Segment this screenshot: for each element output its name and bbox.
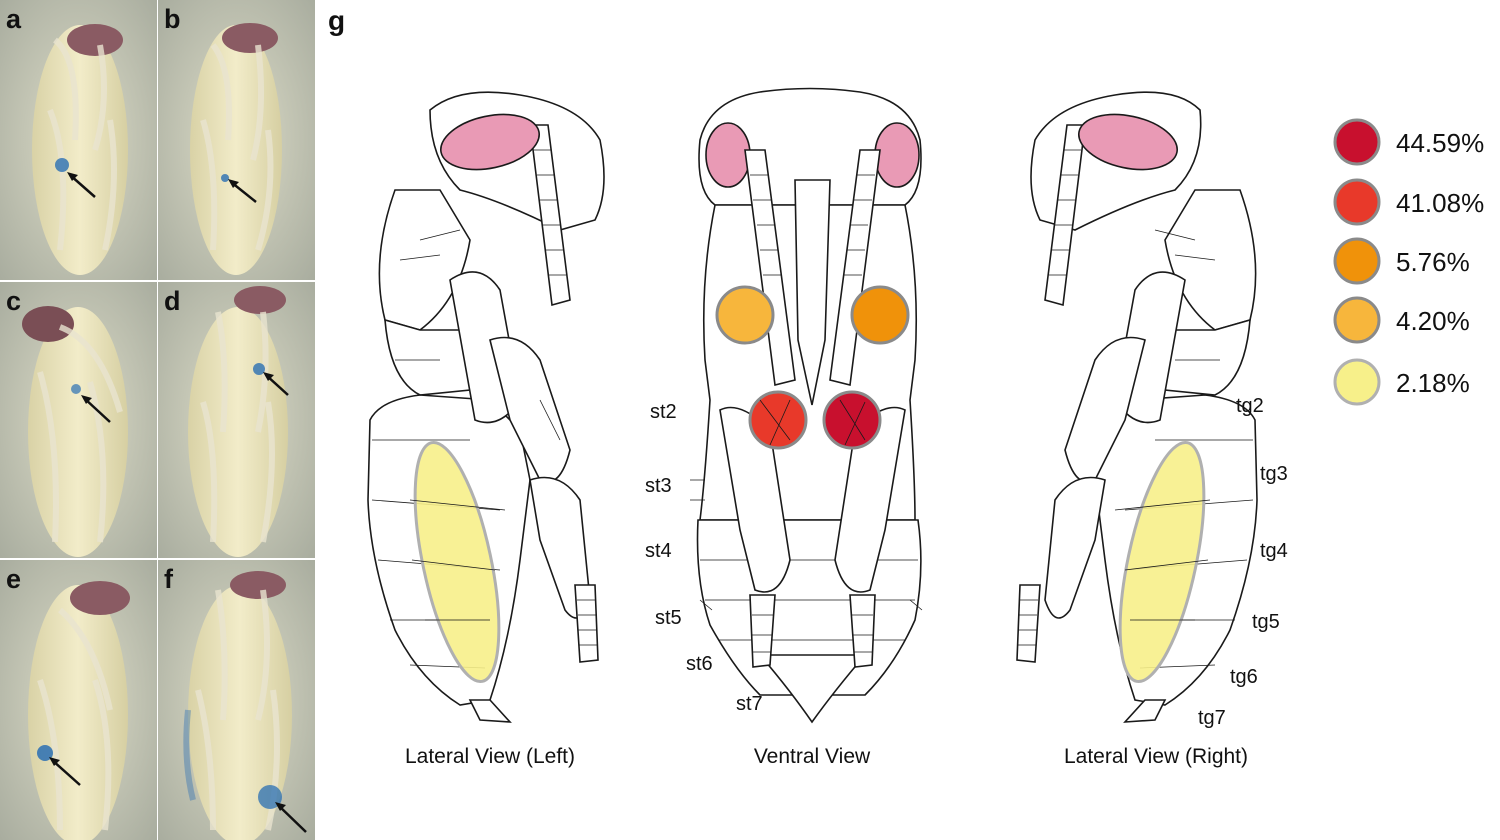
eye-left bbox=[439, 113, 541, 171]
photo-panel-e: e bbox=[0, 560, 157, 840]
region-metathorax-right bbox=[822, 390, 882, 450]
pupa-photo bbox=[0, 560, 157, 840]
legend-label: 41.08% bbox=[1396, 188, 1484, 218]
tergite-label: tg5 bbox=[1252, 611, 1280, 633]
blue-stain bbox=[221, 174, 229, 182]
sternite-label: st2 bbox=[650, 401, 677, 423]
pupa-photo bbox=[0, 0, 157, 280]
pupa-photo bbox=[158, 560, 315, 840]
region-mesothorax-left bbox=[715, 285, 775, 345]
caption-lateral-right: Lateral View (Right) bbox=[1064, 745, 1248, 768]
legend-label: 5.76% bbox=[1396, 247, 1470, 277]
legend-label: 2.18% bbox=[1396, 368, 1470, 398]
region-metathorax-left bbox=[748, 390, 808, 450]
tergite-label: tg7 bbox=[1198, 707, 1226, 729]
photo-panel-d: d bbox=[158, 282, 315, 558]
sternite-label: st5 bbox=[655, 607, 682, 629]
pupa-photo bbox=[0, 282, 157, 558]
panel-letter: g bbox=[328, 5, 345, 36]
legend-swatch bbox=[1333, 296, 1381, 344]
blue-stain bbox=[55, 158, 69, 172]
photo-panel-c: c bbox=[0, 282, 157, 558]
tergite-label: tg6 bbox=[1230, 666, 1258, 688]
legend: 44.59% 41.08% 5.76% 4.20% 2.18% bbox=[1333, 118, 1484, 406]
pupa-diagram: g bbox=[328, 5, 1484, 768]
sternite-label: st4 bbox=[645, 540, 672, 562]
panel-letter: d bbox=[164, 286, 181, 316]
eye-right bbox=[1077, 113, 1179, 171]
legend-swatch bbox=[1333, 118, 1381, 166]
legend-label: 44.59% bbox=[1396, 128, 1484, 158]
eye-ventral-left bbox=[705, 122, 751, 188]
region-mesothorax-right bbox=[850, 285, 910, 345]
sternite-label: st6 bbox=[686, 653, 713, 675]
legend-label: 4.20% bbox=[1396, 306, 1470, 336]
blue-stain bbox=[71, 384, 81, 394]
legend-swatch bbox=[1333, 358, 1381, 406]
tergite-label: tg3 bbox=[1260, 463, 1288, 485]
eye-ventral-right bbox=[874, 122, 920, 188]
legend-swatch bbox=[1333, 237, 1381, 285]
caption-ventral: Ventral View bbox=[754, 745, 871, 768]
panel-letter: b bbox=[164, 4, 181, 34]
panel-letter: a bbox=[6, 4, 22, 34]
tergite-label: tg4 bbox=[1260, 540, 1288, 562]
sternite-label: st3 bbox=[645, 475, 672, 497]
region-abdomen-left bbox=[413, 440, 501, 684]
photo-panel-a: a bbox=[0, 0, 157, 280]
caption-lateral-left: Lateral View (Left) bbox=[405, 745, 575, 768]
pupa-photo bbox=[158, 282, 315, 558]
legend-swatch bbox=[1333, 178, 1381, 226]
panel-letter: e bbox=[6, 564, 22, 594]
panel-letter: c bbox=[6, 286, 22, 316]
sternite-label: st7 bbox=[736, 693, 763, 715]
blue-stain bbox=[253, 363, 265, 375]
tergite-label: tg2 bbox=[1236, 395, 1264, 417]
ventral-view bbox=[690, 87, 923, 724]
photo-panel-f: f bbox=[158, 560, 315, 840]
photo-panel-b: b bbox=[158, 0, 315, 280]
panel-letter: f bbox=[164, 564, 173, 594]
pupa-photo bbox=[158, 0, 315, 280]
region-abdomen-right bbox=[1118, 440, 1206, 684]
